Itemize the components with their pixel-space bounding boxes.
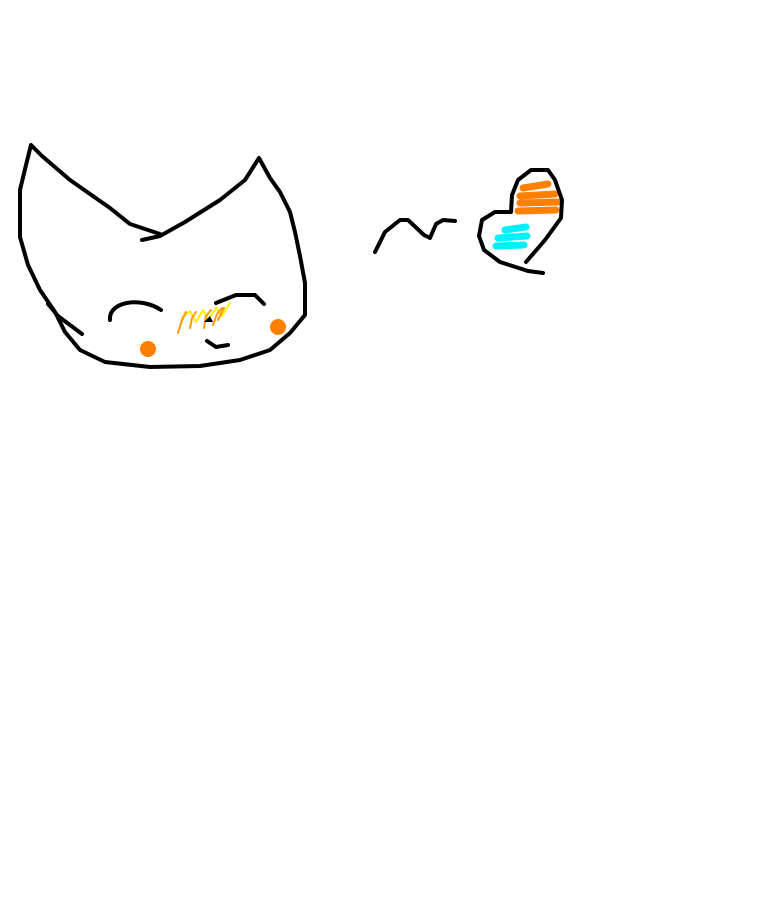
mouth [205, 339, 230, 349]
right-blush [270, 319, 286, 335]
left-eye-closed [108, 300, 163, 322]
heart-doodle [477, 168, 564, 275]
left-blush [140, 341, 156, 357]
right-eye-closed [214, 293, 266, 306]
cheek-line [46, 302, 84, 336]
nose-icon [204, 316, 213, 322]
heart-outline [477, 168, 564, 275]
heart-orange-fill [514, 180, 562, 215]
squiggle-line [373, 218, 457, 254]
nose-scribble [177, 302, 231, 334]
heart-cyan-fill [492, 223, 531, 250]
head-outline [18, 143, 307, 369]
cat-head [18, 143, 307, 369]
